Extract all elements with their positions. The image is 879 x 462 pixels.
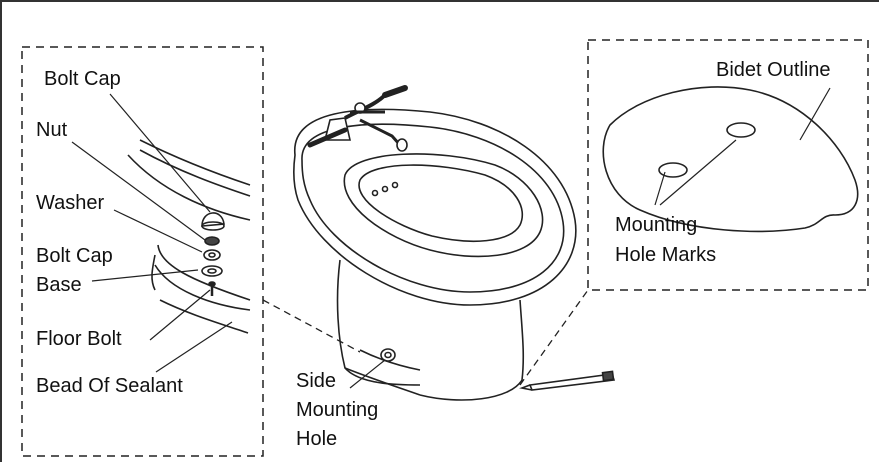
mounting-hole-mark-1 — [726, 122, 756, 138]
bolt-cap-base-part — [201, 265, 223, 277]
label-floor-bolt: Floor Bolt — [36, 328, 122, 350]
label-bolt-cap: Bolt Cap — [44, 68, 121, 90]
label-side-mounting-hole-line1: Side — [296, 370, 337, 392]
mounting-hole-mark-2 — [658, 162, 688, 178]
left-detail-bidet-base — [127, 139, 251, 334]
washer-part — [203, 249, 221, 261]
left-leader-lines — [71, 93, 233, 373]
label-mounting-hole-marks-line1: Mounting — [615, 214, 698, 236]
label-bead-of-sealant: Bead Of Sealant — [36, 375, 183, 397]
bolt-cap-part — [201, 212, 225, 231]
label-side-mounting-hole-line3: Hole — [296, 428, 338, 450]
floor-bolt-part — [208, 281, 216, 296]
right-leader-lines — [654, 87, 831, 206]
connector-left — [262, 299, 361, 353]
bidet-outline-template — [602, 86, 859, 233]
label-bidet-outline: Bidet Outline — [716, 59, 831, 81]
label-nut: Nut — [36, 119, 68, 141]
label-bolt-cap-base-line2: Base — [36, 274, 82, 296]
label-mounting-hole-marks-line2: Hole Marks — [615, 244, 717, 266]
pencil-icon — [519, 370, 616, 391]
label-washer: Washer — [36, 192, 105, 214]
label-bolt-cap-base-line1: Bolt Cap — [36, 245, 113, 267]
bidet-illustration — [292, 85, 577, 401]
label-side-mounting-hole-line2: Mounting — [296, 399, 379, 421]
right-detail-box — [587, 39, 869, 291]
connector-right — [519, 289, 589, 386]
left-detail-box — [21, 46, 264, 457]
side-hole-leader — [349, 359, 386, 389]
nut-part — [204, 236, 220, 246]
